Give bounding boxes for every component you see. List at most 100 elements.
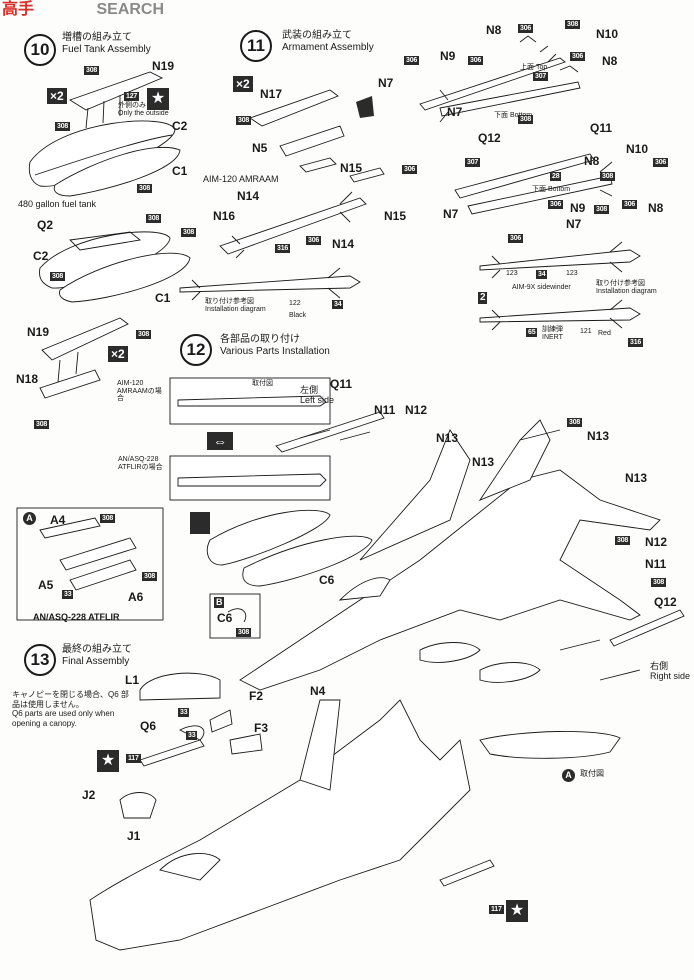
part-label: N5: [252, 141, 268, 155]
step-13-number: 13: [24, 644, 56, 676]
armament-drawings: [179, 35, 641, 331]
part-label: C6: [319, 573, 335, 587]
watermark-prefix: 高手: [2, 1, 35, 18]
bottom-note: 下面 Bottom: [532, 186, 571, 193]
part-label: J2: [82, 788, 96, 802]
left-jp: 左側: [300, 385, 319, 395]
atflir-name: AN/ASQ-228 ATFLIR: [33, 612, 120, 622]
part-label: F2: [249, 689, 264, 703]
part-label: N9: [440, 49, 456, 63]
tag-123: 123: [506, 270, 518, 277]
part-tag: 306: [653, 158, 669, 167]
part-label: C2: [172, 119, 188, 133]
install-a-label: A: [562, 769, 575, 782]
inert-note: 訓練弾 INERT: [542, 326, 563, 341]
part-tag: 308: [594, 205, 610, 214]
swap-arrow-icon: ⇔: [207, 432, 233, 450]
part-label: Q12: [654, 595, 677, 609]
part-label: N11: [645, 557, 667, 571]
part-label: N7: [443, 207, 459, 221]
part-label: A6: [128, 590, 144, 604]
part-tag: 308: [518, 115, 534, 124]
step-11-title-en: Armament Assembly: [282, 41, 374, 53]
install-diagram-note: 取り付け参考図 Installation diagram: [596, 280, 657, 295]
part-label: Q12: [478, 131, 501, 145]
part-tag: 308: [565, 20, 581, 29]
star-icon: ★: [506, 900, 528, 922]
canopy-note: キャノピーを閉じる場合、Q6 部品は使用しません。 Q6 parts are u…: [12, 690, 130, 728]
part-label: N16: [213, 209, 236, 223]
red-note: Red: [598, 330, 611, 337]
part-label: A4: [50, 513, 66, 527]
part-tag: 308: [567, 418, 583, 427]
part-label: Q11: [590, 121, 613, 135]
part-tag: 33: [62, 590, 74, 599]
step-11-title: 武装の組み立て Armament Assembly: [282, 30, 374, 53]
step-10-title: 増槽の組み立て Fuel Tank Assembly: [62, 32, 151, 55]
canopy-note-en: Q6 parts are used only when opening a ca…: [12, 709, 115, 728]
part-label: N7: [566, 217, 582, 231]
part-tag: 65: [526, 328, 538, 337]
part-label: N14: [237, 189, 260, 203]
step-12-title-en: Various Parts Installation: [220, 345, 330, 357]
step-10-title-jp: 増槽の組み立て: [62, 32, 132, 43]
part-tag: 306: [404, 56, 420, 65]
part-label: N7: [447, 105, 463, 119]
outside-only-en: Only the outside: [118, 109, 169, 117]
fuel-tank-name: 480 gallon fuel tank: [18, 199, 97, 209]
part-label: Q11: [330, 377, 353, 391]
part-tag: 117: [489, 905, 504, 914]
part-label: N8: [602, 54, 618, 68]
part-tag: 306: [518, 24, 534, 33]
part-tag: 306: [508, 234, 524, 243]
part-label: N14: [332, 237, 355, 251]
right-side-note: 右側 Right side: [650, 661, 691, 682]
part-tag: 127: [124, 92, 140, 101]
part-label: N9: [570, 201, 586, 215]
part-tag: 308: [651, 578, 667, 587]
part-tag: 306: [622, 200, 638, 209]
fuel-tank-drawings: [28, 71, 191, 399]
part-tag: 308: [50, 272, 66, 281]
tag-123: 123: [566, 270, 578, 277]
quantity-x2-badge: ×2: [233, 76, 253, 92]
step-11-number: 11: [240, 30, 272, 62]
part-label: N12: [405, 403, 428, 417]
step-12-title-jp: 各部品の取り付け: [220, 334, 300, 345]
part-tag: 306: [402, 165, 418, 174]
install-jp: 取付図: [252, 380, 273, 387]
part-label: Q6: [140, 719, 157, 733]
install-a-note: 取付図: [580, 769, 604, 778]
part-tag: 308: [100, 514, 116, 523]
part-tag: 33: [186, 731, 198, 740]
part-tag: 308: [137, 184, 153, 193]
part-label: N11: [374, 403, 396, 417]
step-12-number: 12: [180, 334, 212, 366]
install-en: Installation diagram: [596, 287, 657, 295]
part-label: N10: [626, 142, 649, 156]
quantity-x2-badge: ×2: [108, 346, 128, 362]
part-tag: 316: [275, 244, 291, 253]
part-label: N10: [596, 27, 619, 41]
part-label: C1: [155, 291, 171, 305]
watermark-site: SEARCH: [96, 1, 165, 18]
sidewinder-name: AIM-9X sidewinder: [512, 284, 571, 291]
step-12-title: 各部品の取り付け Various Parts Installation: [220, 334, 330, 357]
part-tag: 308: [146, 214, 162, 223]
part-label: N13: [472, 455, 495, 469]
outside-only-note: 外側のみ Only the outside: [118, 102, 169, 117]
right-en: Right side: [650, 670, 691, 681]
part-tag: 306: [468, 56, 484, 65]
part-tag: 33: [178, 708, 190, 717]
top-note: 上面 Top: [520, 64, 548, 71]
part-tag: 308: [55, 122, 71, 131]
install-diagram-note: 取り付け参考図 Installation diagram: [205, 298, 266, 313]
outside-only-jp: 外側のみ: [118, 102, 146, 109]
part-tag: 28: [550, 172, 562, 181]
part-label: N8: [648, 201, 664, 215]
left-side-note: 左側 Left side: [300, 385, 334, 406]
part-label: C1: [172, 164, 188, 178]
part-tag: 308: [84, 66, 100, 75]
